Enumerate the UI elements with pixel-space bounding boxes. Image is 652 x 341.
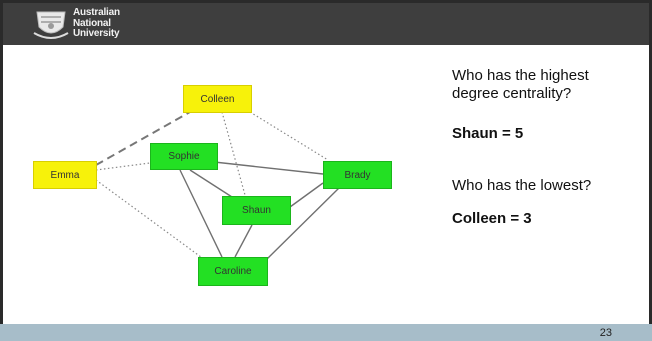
question-highest: Who has the highest degree centrality? xyxy=(452,67,589,102)
edge-colleen-brady xyxy=(249,111,329,161)
edge-sophie-caroline xyxy=(179,169,223,258)
node-emma: Emma xyxy=(33,161,97,189)
university-name: Australian National University xyxy=(73,7,120,40)
node-caroline: Caroline xyxy=(198,257,268,286)
edge-emma-colleen xyxy=(95,111,191,166)
node-label: Colleen xyxy=(200,93,235,105)
node-label: Caroline xyxy=(214,266,252,277)
node-label: Shaun xyxy=(242,205,271,216)
university-logo: Australian National University xyxy=(33,7,143,43)
question-lowest: Who has the lowest? xyxy=(452,177,592,194)
node-colleen: Colleen xyxy=(183,85,252,113)
node-label: Brady xyxy=(344,169,371,181)
logo-line: National xyxy=(73,17,111,29)
logo-line: University xyxy=(73,28,120,39)
edge-shaun-caroline xyxy=(234,224,253,258)
answer-highest: Shaun = 5 xyxy=(452,125,524,142)
edge-shaun-brady xyxy=(289,182,324,208)
node-sophie: Sophie xyxy=(150,143,218,170)
edge-emma-sophie xyxy=(95,162,151,171)
network-edges xyxy=(95,111,341,261)
network-diagram: Colleen Emma Sophie Brady Shaun Caroline xyxy=(0,45,440,315)
anu-crest-icon xyxy=(33,11,69,39)
edge-sophie-shaun xyxy=(189,169,233,198)
edge-emma-caroline xyxy=(95,179,206,261)
logo-line: Australian xyxy=(73,7,120,18)
node-brady: Brady xyxy=(323,161,392,189)
slide-footer: 23 xyxy=(0,324,652,341)
node-shaun: Shaun xyxy=(222,196,291,225)
edge-brady-caroline xyxy=(265,186,341,261)
page-number: 23 xyxy=(599,327,612,339)
node-label: Emma xyxy=(50,169,80,181)
edge-colleen-shaun xyxy=(221,111,246,196)
slide-header: Australian National University xyxy=(3,3,649,45)
node-label: Sophie xyxy=(168,151,200,162)
answer-lowest: Colleen = 3 xyxy=(452,210,532,227)
